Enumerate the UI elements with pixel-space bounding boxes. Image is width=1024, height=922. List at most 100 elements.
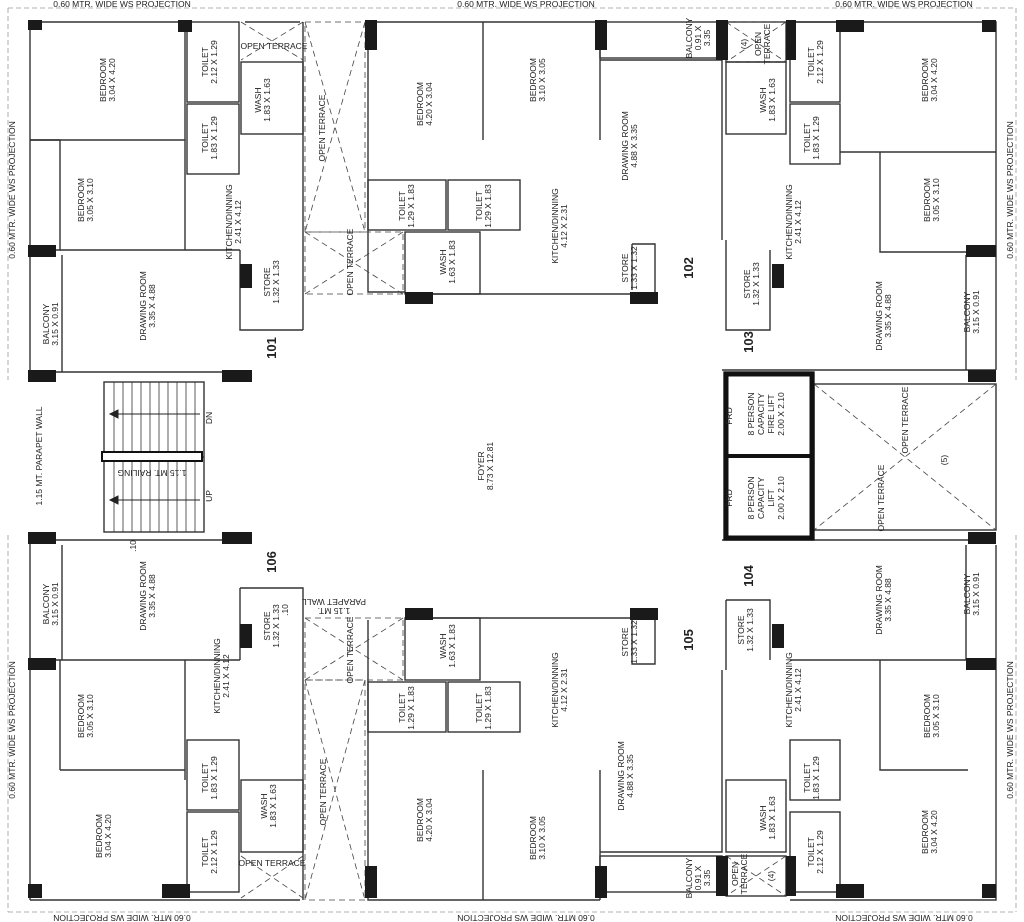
unit-106: 106 bbox=[264, 551, 279, 573]
room-label: TOILET1.29 X 1.83 bbox=[474, 686, 493, 730]
room-labels: BEDROOM3.04 X 4.20 TOILET2.12 X 1.29 OPE… bbox=[34, 17, 981, 898]
room-label: TOILET2.12 X 1.29 bbox=[806, 40, 825, 84]
room-label: TOILET2.12 X 1.29 bbox=[200, 830, 219, 874]
room-label: OPEN TERRACE bbox=[318, 758, 328, 825]
projection-labels: 0.60 MTR. WIDE WS PROJECTION 0.60 MTR. W… bbox=[7, 0, 1015, 922]
dim-label: .10 bbox=[280, 604, 290, 616]
room-label: BEDROOM3.10 X 3.05 bbox=[528, 816, 547, 860]
stair-up-label: UP bbox=[204, 490, 214, 502]
terrace-5-label: (5) bbox=[939, 455, 949, 466]
room-label: WASH1.83 X 1.63 bbox=[253, 78, 272, 122]
railing-label: 1.15 MT. RAILING bbox=[118, 468, 187, 478]
room-label: DRAWING ROOM3.35 X 4.88 bbox=[874, 281, 893, 351]
room-label: BEDROOM3.10 X 3.05 bbox=[528, 58, 547, 102]
proj-top-right: 0.60 MTR. WIDE WS PROJECTION bbox=[835, 0, 972, 9]
room-label: WASH1.63 X 1.83 bbox=[438, 624, 457, 668]
room-label: DRAWING ROOM4.88 X 3.35 bbox=[620, 111, 639, 181]
room-label: TOILET1.83 X 1.29 bbox=[802, 116, 821, 160]
room-label: BALCONY3.15 X 0.91 bbox=[41, 302, 60, 346]
room-label: STORE1.32 X 1.33 bbox=[742, 262, 761, 306]
room-label: STORE1.33 X 1.32 bbox=[620, 620, 639, 664]
room-label: OPEN TERRACE bbox=[239, 858, 306, 868]
parapet-label-left: 1.15 MT. PARAPET WALL bbox=[34, 406, 44, 505]
room-label: STORE1.32 X 1.33 bbox=[262, 260, 281, 304]
stair-arrows bbox=[108, 409, 200, 505]
fire-lift-label: 8 PERSONCAPACITYFIRE LIFT2.00 X 2.10 bbox=[746, 392, 786, 436]
room-label: STORE1.32 X 1.33 bbox=[736, 608, 755, 652]
room-label: BEDROOM4.20 X 3.04 bbox=[415, 798, 434, 842]
room-label: BEDROOM3.05 X 3.10 bbox=[922, 694, 941, 738]
frd-label-2: FRD bbox=[724, 489, 734, 506]
room-label: KITCHEN/DINNING2.41 X 4.12 bbox=[784, 184, 803, 260]
room-label: OPENTERRACE bbox=[730, 853, 749, 894]
room-label: OPEN TERRACE bbox=[345, 228, 355, 295]
room-label: KITCHEN/DINNING2.41 X 4.12 bbox=[212, 638, 231, 714]
proj-bottom-right: 0.60 MTR. WIDE WS PROJECTION bbox=[835, 913, 972, 922]
room-label: KITCHEN/DINNING4.12 X 2.31 bbox=[550, 652, 569, 728]
unit-105: 105 bbox=[681, 629, 696, 651]
room-label: TOILET1.83 X 1.29 bbox=[200, 756, 219, 800]
room-label: TOILET1.29 X 1.83 bbox=[474, 184, 493, 228]
stair-railing-bar bbox=[101, 451, 203, 462]
proj-top-left: 0.60 MTR. WIDE WS PROJECTION bbox=[53, 0, 190, 9]
unit-103: 103 bbox=[741, 331, 756, 353]
unit-numbers: 101 102 103 104 105 106 bbox=[264, 257, 756, 651]
proj-bottom-left: 0.60 MTR. WIDE WS PROJECTION bbox=[53, 913, 190, 922]
open-terrace-label: OPEN TERRACE bbox=[900, 386, 910, 453]
foyer-label: FOYER8.73 X 12.81 bbox=[476, 442, 495, 490]
room-label: STORE1.33 X 1.32 bbox=[620, 246, 639, 290]
room-label: (4) bbox=[766, 871, 776, 882]
proj-right-top: 0.60 MTR. WIDE WS PROJECTION bbox=[1005, 121, 1015, 258]
frd-label-1: FRD bbox=[724, 407, 734, 424]
unit-102: 102 bbox=[681, 257, 696, 279]
room-label: BALCONY3.15 X 0.91 bbox=[962, 290, 981, 334]
unit-101: 101 bbox=[264, 337, 279, 359]
room-label: KITCHEN/DINNING4.12 X 2.31 bbox=[550, 188, 569, 264]
proj-left-top: 0.60 MTR. WIDE WS PROJECTION bbox=[7, 121, 17, 258]
room-label: WASH1.83 X 1.63 bbox=[758, 78, 777, 122]
room-label: TOILET1.83 X 1.29 bbox=[200, 116, 219, 160]
room-label: BEDROOM3.05 X 3.10 bbox=[922, 178, 941, 222]
unit-104: 104 bbox=[741, 564, 756, 586]
room-label: BEDROOM3.04 X 4.20 bbox=[920, 810, 939, 854]
proj-top-center: 0.60 MTR. WIDE WS PROJECTION bbox=[457, 0, 594, 9]
room-label: DRAWING ROOM3.35 X 4.88 bbox=[874, 565, 893, 635]
lift-label: 8 PERSONCAPACITYLIFT2.00 X 2.10 bbox=[746, 476, 786, 520]
terrace-dashes bbox=[240, 21, 997, 901]
room-label: BALCONY3.15 X 0.91 bbox=[41, 582, 60, 626]
room-label: BEDROOM3.05 X 3.10 bbox=[76, 178, 95, 222]
room-label: TOILET1.29 X 1.83 bbox=[397, 686, 416, 730]
stair-dim-label: .10 bbox=[128, 540, 138, 552]
room-label: BALCONY0.91 X3.35 bbox=[684, 857, 712, 898]
room-label: BALCONY3.15 X 0.91 bbox=[962, 572, 981, 616]
room-label: WASH1.83 X 1.63 bbox=[259, 784, 278, 828]
room-label: BEDROOM3.04 X 4.20 bbox=[98, 58, 117, 102]
proj-right-bottom: 0.60 MTR. WIDE WS PROJECTION bbox=[1005, 661, 1015, 798]
room-label: KITCHEN/DINNING2.41 X 4.12 bbox=[784, 652, 803, 728]
room-label: BEDROOM3.04 X 4.20 bbox=[920, 58, 939, 102]
room-label: OPENTERRACE bbox=[753, 23, 772, 64]
room-label: BALCONY0.91 X3.35 bbox=[684, 17, 712, 58]
room-label: WASH1.63 X 1.83 bbox=[438, 240, 457, 284]
room-label: WASH1.83 X 1.63 bbox=[758, 796, 777, 840]
room-label: TOILET2.12 X 1.29 bbox=[200, 40, 219, 84]
wall-columns bbox=[28, 20, 996, 898]
room-label: OPEN TERRACE bbox=[241, 41, 308, 51]
proj-left-bottom: 0.60 MTR. WIDE WS PROJECTION bbox=[7, 661, 17, 798]
open-terrace-label: OPEN TERRACE bbox=[876, 464, 886, 531]
room-label: BEDROOM3.05 X 3.10 bbox=[76, 694, 95, 738]
stair-dn-label: DN bbox=[204, 412, 214, 424]
room-label: STORE1.32 X 1.33 bbox=[262, 604, 281, 648]
room-label: OPEN TERRACE bbox=[345, 616, 355, 683]
room-label: KITCHEN/DINNING2.41 X 4.12 bbox=[224, 184, 243, 260]
proj-bottom-center: 0.60 MTR. WIDE WS PROJECTION bbox=[457, 913, 594, 922]
room-label: TOILET2.12 X 1.29 bbox=[806, 830, 825, 874]
room-label: OPEN TERRACE bbox=[317, 94, 327, 161]
room-label: TOILET1.83 X 1.29 bbox=[802, 756, 821, 800]
room-label: BEDROOM4.20 X 3.04 bbox=[415, 82, 434, 126]
room-label: BEDROOM3.04 X 4.20 bbox=[94, 814, 113, 858]
room-label: (4) bbox=[739, 39, 749, 50]
room-label: DRAWING ROOM4.88 X 3.35 bbox=[616, 741, 635, 811]
projection-lines bbox=[7, 7, 1017, 913]
